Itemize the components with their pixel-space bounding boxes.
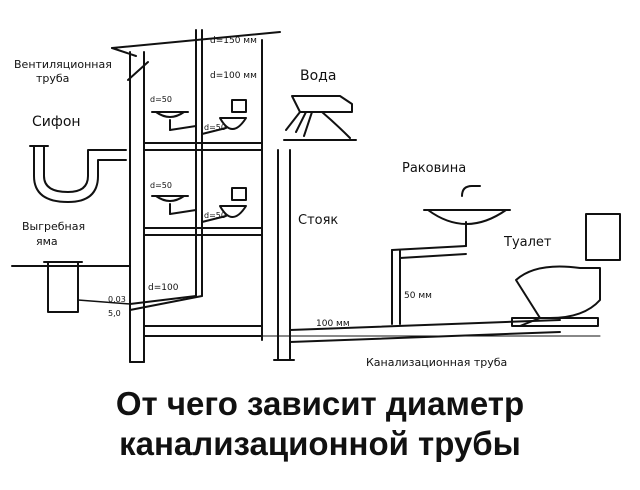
vent-pipe-label-1: Вентиляционная bbox=[14, 58, 112, 71]
water-label: Вода bbox=[300, 68, 336, 84]
dim-d50-c: d=50 bbox=[150, 181, 172, 190]
dim-100mm: 100 мм bbox=[316, 319, 350, 329]
sink-drain-pipe bbox=[391, 245, 467, 325]
toilet-label: Туалет bbox=[503, 235, 552, 250]
building-riser bbox=[129, 29, 203, 311]
sink-outdoor bbox=[423, 185, 511, 247]
sink-lower-floor bbox=[151, 195, 197, 215]
building-wall-left bbox=[129, 51, 145, 363]
dim-depth: 5,0 bbox=[108, 309, 121, 318]
siphon-label: Сифон bbox=[32, 114, 81, 130]
dim-50mm: 50 мм bbox=[404, 291, 432, 301]
cesspit-label-2: яма bbox=[36, 235, 58, 248]
dim-d100-bottom: d=100 bbox=[148, 283, 179, 293]
toilet-lower-floor bbox=[201, 187, 247, 223]
vent-pipe-leader bbox=[127, 61, 149, 81]
sewer-main-pipe bbox=[289, 319, 561, 343]
dim-d100-top: d=100 мм bbox=[210, 71, 257, 81]
dim-d150: d=150 мм bbox=[210, 36, 257, 46]
article-title-line-1: От чего зависит диаметр bbox=[115, 385, 525, 422]
cesspit-label-1: Выгребная bbox=[22, 220, 85, 233]
vent-pipe-label-2: труба bbox=[36, 72, 69, 85]
dim-d50-a: d=50 bbox=[150, 95, 172, 104]
article-title: От чего зависит диаметр канализационной … bbox=[0, 380, 640, 490]
dim-d50-b: d=50 bbox=[204, 123, 226, 132]
article-title-line-2: канализационной трубы bbox=[119, 425, 521, 462]
dim-slope: 0,03 bbox=[108, 295, 126, 304]
sink-upper-floor bbox=[151, 111, 197, 131]
ground-line bbox=[11, 265, 601, 337]
siphon-drawing bbox=[29, 145, 127, 203]
toilet-outdoor bbox=[511, 213, 621, 327]
plumbing-diagram: Вентиляционная труба Сифон Выгребная яма… bbox=[11, 29, 621, 369]
outside-riser bbox=[273, 149, 295, 361]
toilet-upper-floor bbox=[201, 99, 247, 135]
faucet-drawing bbox=[283, 95, 357, 141]
cesspit-drawing bbox=[43, 261, 131, 313]
dim-d50-d: d=50 bbox=[204, 211, 226, 220]
sewer-pipe-label: Канализационная труба bbox=[366, 356, 507, 369]
riser-label: Стояк bbox=[298, 213, 338, 228]
sink-label: Раковина bbox=[402, 161, 466, 176]
